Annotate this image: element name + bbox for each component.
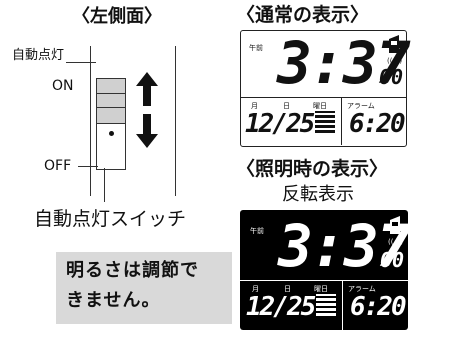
switch-name-small: 自動点灯 [12,48,65,63]
switch-ridge [97,107,125,108]
battery-icon [389,35,399,53]
auto-light-switch[interactable] [96,78,126,170]
weekday-label: 曜日 [314,285,328,293]
switch-ridge [97,93,125,94]
left-side-title: 〈左側面〉 [72,6,162,27]
lit-display-title: 〈照明時の表示〉 [236,158,389,180]
radio-signal-icon: ((•)) [388,238,404,246]
radio-signal-icon: ((•)) [387,57,403,65]
date-display: 12/25 [246,292,316,322]
am-label: 午前 [250,227,264,235]
date-display: 12/25 [245,109,315,139]
weekday-label: 曜日 [313,102,327,110]
weekday-icon [316,294,336,316]
time-display: 3:37 [278,212,412,280]
note-line-1: 明るさは調節で [66,260,199,281]
off-leader [78,166,98,167]
switch-knob-dot [109,131,114,136]
switch-name-leader [66,62,96,63]
weekday-separator [341,97,342,145]
day-label: 日 [283,102,290,110]
lcd-divider [240,280,408,281]
lit-lcd: 午前 3:37 ((•)) 00 月 日 曜日 アラーム 12/25 6:20 [240,210,412,330]
weekday-separator [342,280,343,330]
normal-display-title: 〈通常の表示〉 [236,4,370,26]
normal-lcd: 午前 3:37 ((•)) 00 月 日 曜日 アラーム 12/25 6:20 [240,29,411,147]
alarm-label: アラーム [348,285,376,293]
day-label: 日 [284,285,291,293]
brightness-note: 明るさは調節で きません。 [56,252,232,324]
weekday-icon [315,111,335,133]
lcd-divider [241,97,406,98]
seconds-display: 00 [379,65,404,89]
am-label: 午前 [249,44,263,52]
arrow-up-icon [136,72,158,106]
off-label: OFF [44,158,72,174]
month-label: 月 [251,102,258,110]
switch-caption: 自動点灯スイッチ [34,208,187,230]
arrow-down-icon [136,114,158,148]
battery-icon [390,216,400,234]
device-side-body [90,46,176,196]
alarm-time-display: 6:20 [350,292,407,322]
switch-ridge [97,123,125,124]
caption-leader [104,168,105,202]
time-display: 3:37 [277,29,411,97]
seconds-display: 00 [380,248,405,272]
switch-slot-fill [97,79,125,123]
alarm-label: アラーム [347,102,375,110]
note-line-2: きません。 [66,290,161,311]
alarm-time-display: 6:20 [349,109,406,139]
on-label: ON [52,78,74,94]
month-label: 月 [252,285,259,293]
lit-display-subtitle: 反転表示 [282,184,354,205]
